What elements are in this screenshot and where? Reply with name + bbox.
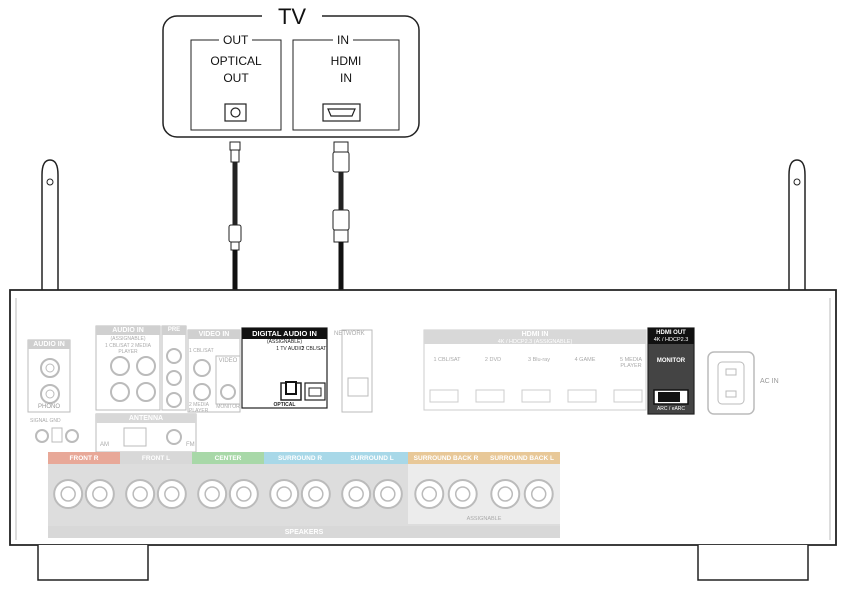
speaker-group-label: FRONT R <box>69 455 99 462</box>
hdmi-in-port-icon <box>322 103 361 122</box>
speaker-terminal-icon <box>156 479 187 509</box>
speaker-terminal-inner <box>276 486 292 502</box>
speaker-terminal-inner <box>454 486 471 502</box>
audio-in-sub: 1 CBL/SAT 2 MEDIA PLAYER <box>105 343 151 355</box>
speaker-terminal-inner <box>204 486 220 502</box>
hdmi-input-label: 2 DVD <box>484 357 502 363</box>
assignable-speakers-label: ASSIGNABLE <box>466 516 502 522</box>
hdmi-in-label-2: IN <box>340 71 352 85</box>
hdmi-input-label: 1 CBL/SAT <box>433 357 461 363</box>
monitor-label: MONITOR <box>656 358 686 364</box>
antenna-label: ANTENNA <box>128 415 164 422</box>
speaker-terminal-icon <box>53 479 84 509</box>
audio-in-group-label: AUDIO IN <box>112 327 144 334</box>
signal-gnd-terminal-icon <box>35 427 79 443</box>
ac-in-socket-icon <box>707 351 755 415</box>
speaker-terminal-inner <box>421 486 438 502</box>
optical-label: OPTICAL <box>273 402 296 408</box>
fm-label: FM <box>186 442 195 448</box>
hdmi-out-sub: 4K / HDCP2.3 <box>653 337 689 343</box>
video-panel <box>187 329 241 413</box>
speaker-terminal-icon <box>372 479 403 509</box>
speaker-terminal-inner <box>60 486 76 502</box>
video-in-label: VIDEO IN <box>198 331 230 338</box>
tv-in-header: IN <box>333 33 353 47</box>
speaker-terminal-inner <box>92 486 108 502</box>
pre-out-label: PRE OUT <box>167 327 181 342</box>
digital-port1-label: 1 TV AUDIO <box>276 346 304 352</box>
digital-port2-label: 2 CBL/SAT <box>301 346 327 352</box>
video-out-label: VIDEO <box>218 358 238 364</box>
speaker-group-label: SURROUND L <box>350 455 394 462</box>
audio-in-assignable: (ASSIGNABLE) <box>110 336 146 342</box>
video-sub2-label: 2 MEDIA PLAYER <box>189 402 209 414</box>
video-monitor-label: MONITOR <box>216 404 240 410</box>
speaker-terminal-icon <box>341 479 372 509</box>
speaker-terminal-inner <box>308 486 324 502</box>
speaker-terminal-icon <box>300 479 331 509</box>
speaker-group-label: FRONT L <box>141 455 171 462</box>
hdmi-out-title: HDMI OUT <box>656 330 686 336</box>
digital-assignable-label: (ASSIGNABLE) <box>266 339 302 345</box>
hdmi-in-title: HDMI IN <box>521 331 549 338</box>
speakers-label: SPEAKERS <box>284 529 324 536</box>
audio-in-panel <box>95 325 161 411</box>
speaker-group-label: SURROUND BACK R <box>413 455 479 462</box>
speaker-group-label: SURROUND R <box>277 455 323 462</box>
speaker-terminal-inner <box>348 486 364 502</box>
hdmi-input-label: 3 Blu-ray <box>527 357 550 363</box>
foot-left <box>37 545 149 581</box>
speaker-terminal-icon <box>414 479 445 509</box>
optical-out-port-icon <box>224 103 247 122</box>
audio-in-left-label: AUDIO IN <box>33 341 65 348</box>
speaker-terminal-inner <box>132 486 148 502</box>
optical-in-port-2-icon <box>304 382 326 401</box>
ac-in-label: AC IN <box>760 378 779 385</box>
digital-audio-in-label: DIGITAL AUDIO IN <box>252 329 317 338</box>
arc-label: ARC / eARC <box>656 406 686 412</box>
speaker-terminal-icon <box>269 479 300 509</box>
audio-in-left-panel <box>27 339 71 413</box>
foot-right <box>697 545 809 581</box>
network-label: NETWORK <box>334 331 365 337</box>
speaker-terminal-inner <box>530 486 547 502</box>
speaker-group-label: CENTER <box>214 455 242 462</box>
am-label: AM <box>100 442 109 448</box>
speaker-terminal-inner <box>380 486 396 502</box>
hdmi-in-sub: 4K / HDCP2.3 (ASSIGNABLE) <box>497 339 573 345</box>
optical-out-label-2: OUT <box>223 71 249 85</box>
speaker-terminal-icon <box>447 479 478 509</box>
speaker-terminal-icon <box>84 479 115 509</box>
speaker-terminal-inner <box>164 486 180 502</box>
speaker-group-label: SURROUND BACK L <box>490 455 554 462</box>
speaker-terminal-icon <box>197 479 228 509</box>
speaker-terminal-inner <box>236 486 252 502</box>
optical-out-label-1: OPTICAL <box>210 54 262 68</box>
hdmi-in-label-1: HDMI <box>330 54 362 68</box>
tv-title: TV <box>262 4 322 30</box>
hdmi-input-label: 4 GAME <box>574 357 596 363</box>
hdmi-in-panel <box>423 329 647 411</box>
signal-gnd-label: SIGNAL GND <box>30 418 61 424</box>
speaker-terminal-icon <box>523 479 554 509</box>
speaker-terminal-icon <box>228 479 259 509</box>
phono-label: PHONO <box>37 404 60 410</box>
antenna-panel <box>95 413 197 453</box>
speaker-terminal-icon <box>125 479 156 509</box>
tv-out-header: OUT <box>219 33 253 47</box>
pre-out-panel <box>161 325 187 411</box>
hdmi-input-label: 5 MEDIA PLAYER <box>619 357 642 369</box>
network-panel <box>341 329 373 413</box>
video-sub-label: 1 CBL/SAT <box>189 348 214 354</box>
speaker-terminal-icon <box>490 479 521 509</box>
speaker-terminal-inner <box>497 486 514 502</box>
